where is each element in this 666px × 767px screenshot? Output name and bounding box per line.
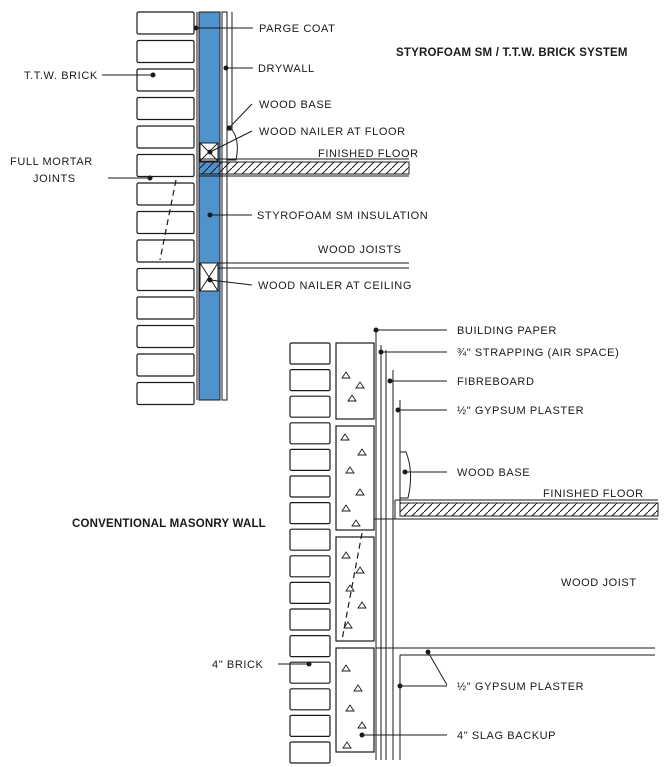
- top-wall-section: PARGE COAT T.T.W. BRICK DRYWALL WOOD BAS…: [10, 11, 628, 406]
- brick: [136, 153, 195, 178]
- label-building-paper: BUILDING PAPER: [457, 325, 557, 337]
- brick: [136, 68, 195, 92]
- aggregate-mark: [345, 466, 355, 474]
- brick: [136, 324, 195, 349]
- aggregate-mark: [341, 371, 351, 379]
- label-fibreboard: FIBREBOARD: [457, 376, 535, 388]
- brick: [289, 422, 331, 445]
- brick: [136, 39, 195, 64]
- aggregate-mark: [345, 704, 355, 712]
- brick: [289, 714, 331, 738]
- finished-floor-top: [198, 158, 410, 177]
- aggregate-mark: [357, 601, 367, 609]
- aggregate-mark: [355, 566, 365, 574]
- label-four-inch-brick: 4" BRICK: [212, 659, 264, 671]
- label-ttw-brick: T.T.W. BRICK: [24, 70, 98, 82]
- mortar-dashed-line-bottom: [341, 532, 363, 641]
- aggregate-mark: [342, 741, 352, 749]
- brick: [289, 741, 331, 764]
- label-drywall: DRYWALL: [258, 63, 315, 75]
- brick: [289, 395, 331, 418]
- aggregate-mark: [357, 721, 367, 729]
- brick: [289, 608, 331, 631]
- label-gypsum-plaster-bottom: ½" GYPSUM PLASTER: [457, 681, 584, 693]
- brick: [136, 267, 195, 292]
- slag-aggregate-marks: [340, 371, 367, 749]
- label-styrofoam-insulation: STYROFOAM SM INSULATION: [257, 210, 428, 222]
- aggregate-mark: [341, 551, 351, 559]
- label-wood-joist: WOOD JOIST: [561, 577, 637, 589]
- brick: [289, 475, 331, 498]
- aggregate-mark: [351, 519, 361, 527]
- wood-nailer-ceiling: [199, 262, 219, 292]
- label-parge-coat: PARGE COAT: [259, 23, 336, 35]
- aggregate-mark: [341, 664, 351, 672]
- wood-base-bottom: [399, 451, 412, 499]
- label-wood-nailer-ceiling: WOOD NAILER AT CEILING: [258, 280, 412, 292]
- brick: [289, 688, 331, 711]
- mortar-dashed-line: [159, 179, 177, 261]
- aggregate-mark: [353, 684, 363, 692]
- four-inch-brick-column: [289, 342, 331, 764]
- brick: [136, 239, 195, 263]
- bottom-wall-section: BUILDING PAPER ¾" STRAPPING (AIR SPACE) …: [72, 325, 659, 764]
- label-wood-joists: WOOD JOISTS: [318, 244, 402, 256]
- label-gypsum-plaster-top: ½" GYPSUM PLASTER: [457, 405, 584, 417]
- top-leader-lines: [102, 25, 253, 286]
- brick: [289, 369, 331, 392]
- brick: [136, 11, 195, 35]
- aggregate-mark: [340, 433, 350, 441]
- brick: [289, 634, 331, 658]
- aggregate-mark: [343, 621, 353, 629]
- label-joints: JOINTS: [33, 173, 76, 185]
- brick: [289, 555, 331, 578]
- brick: [136, 381, 195, 406]
- brick: [289, 502, 331, 525]
- brick: [289, 581, 331, 605]
- brick: [289, 528, 331, 551]
- bottom-layer-lines: [375, 330, 401, 760]
- label-wood-base-bottom: WOOD BASE: [457, 467, 530, 479]
- title-styrofoam-system: STYROFOAM SM / T.T.W. BRICK SYSTEM: [396, 47, 628, 59]
- aggregate-mark: [347, 394, 357, 402]
- aggregate-mark: [341, 504, 351, 512]
- brick: [136, 296, 195, 320]
- finished-floor-bottom: [373, 499, 659, 523]
- label-wood-base-top: WOOD BASE: [259, 99, 332, 111]
- styrofoam-insulation-layer: [198, 11, 221, 401]
- label-finished-floor-bottom: FINISHED FLOOR: [543, 488, 644, 500]
- ttw-brick-column: [136, 11, 195, 406]
- brick: [136, 96, 195, 121]
- aggregate-mark: [357, 448, 367, 456]
- wood-base-top: [226, 129, 238, 161]
- brick: [136, 353, 195, 377]
- bottom-leader-lines: [278, 327, 448, 738]
- brick: [136, 125, 195, 149]
- aggregate-mark: [355, 488, 365, 496]
- label-wood-nailer-floor: WOOD NAILER AT FLOOR: [259, 126, 406, 138]
- title-conventional-masonry: CONVENTIONAL MASONRY WALL: [72, 518, 266, 530]
- drywall-layer: [221, 11, 228, 401]
- brick: [289, 342, 331, 365]
- label-slag-backup: 4" SLAG BACKUP: [457, 730, 556, 742]
- brick: [289, 448, 331, 471]
- brick: [136, 182, 195, 206]
- aggregate-mark: [355, 381, 365, 389]
- label-full-mortar: FULL MORTAR: [10, 156, 93, 168]
- label-strapping: ¾" STRAPPING (AIR SPACE): [457, 347, 619, 359]
- label-finished-floor-top: FINISHED FLOOR: [318, 148, 419, 160]
